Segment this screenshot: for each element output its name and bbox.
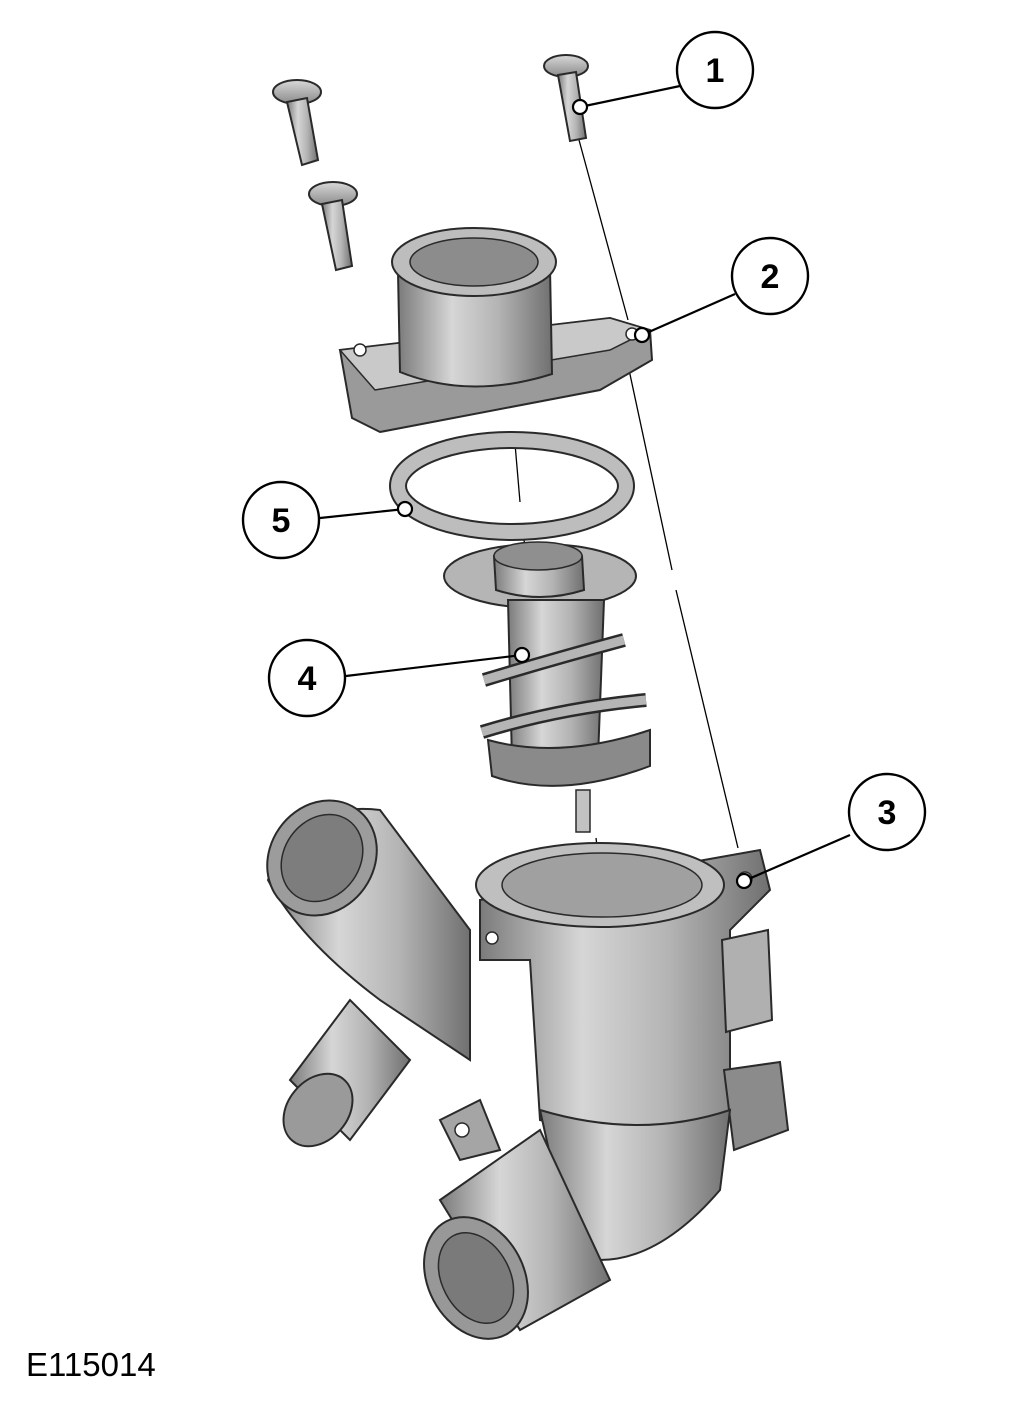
callout-4: 4 bbox=[267, 638, 347, 718]
bolt-left-lower bbox=[308, 181, 358, 272]
callout-label-2: 2 bbox=[761, 258, 780, 296]
leader-dots bbox=[396, 98, 753, 890]
callout-label-5: 5 bbox=[272, 502, 291, 540]
callout-label-4: 4 bbox=[298, 660, 317, 698]
thermostat-housing bbox=[266, 799, 790, 1340]
seal-ring bbox=[389, 431, 635, 541]
leader-lines bbox=[319, 84, 851, 883]
callout-1: 1 bbox=[675, 30, 755, 110]
bolt-right bbox=[543, 54, 589, 143]
callout-3: 3 bbox=[847, 772, 927, 852]
bolt-left-upper bbox=[272, 79, 322, 167]
callout-2: 2 bbox=[730, 236, 810, 316]
callout-5: 5 bbox=[241, 480, 321, 560]
thermostat-cover bbox=[338, 227, 654, 434]
callout-label-3: 3 bbox=[878, 794, 897, 832]
thermostat bbox=[443, 541, 651, 833]
figure-id: E115014 bbox=[26, 1346, 156, 1383]
callout-label-1: 1 bbox=[706, 52, 725, 90]
